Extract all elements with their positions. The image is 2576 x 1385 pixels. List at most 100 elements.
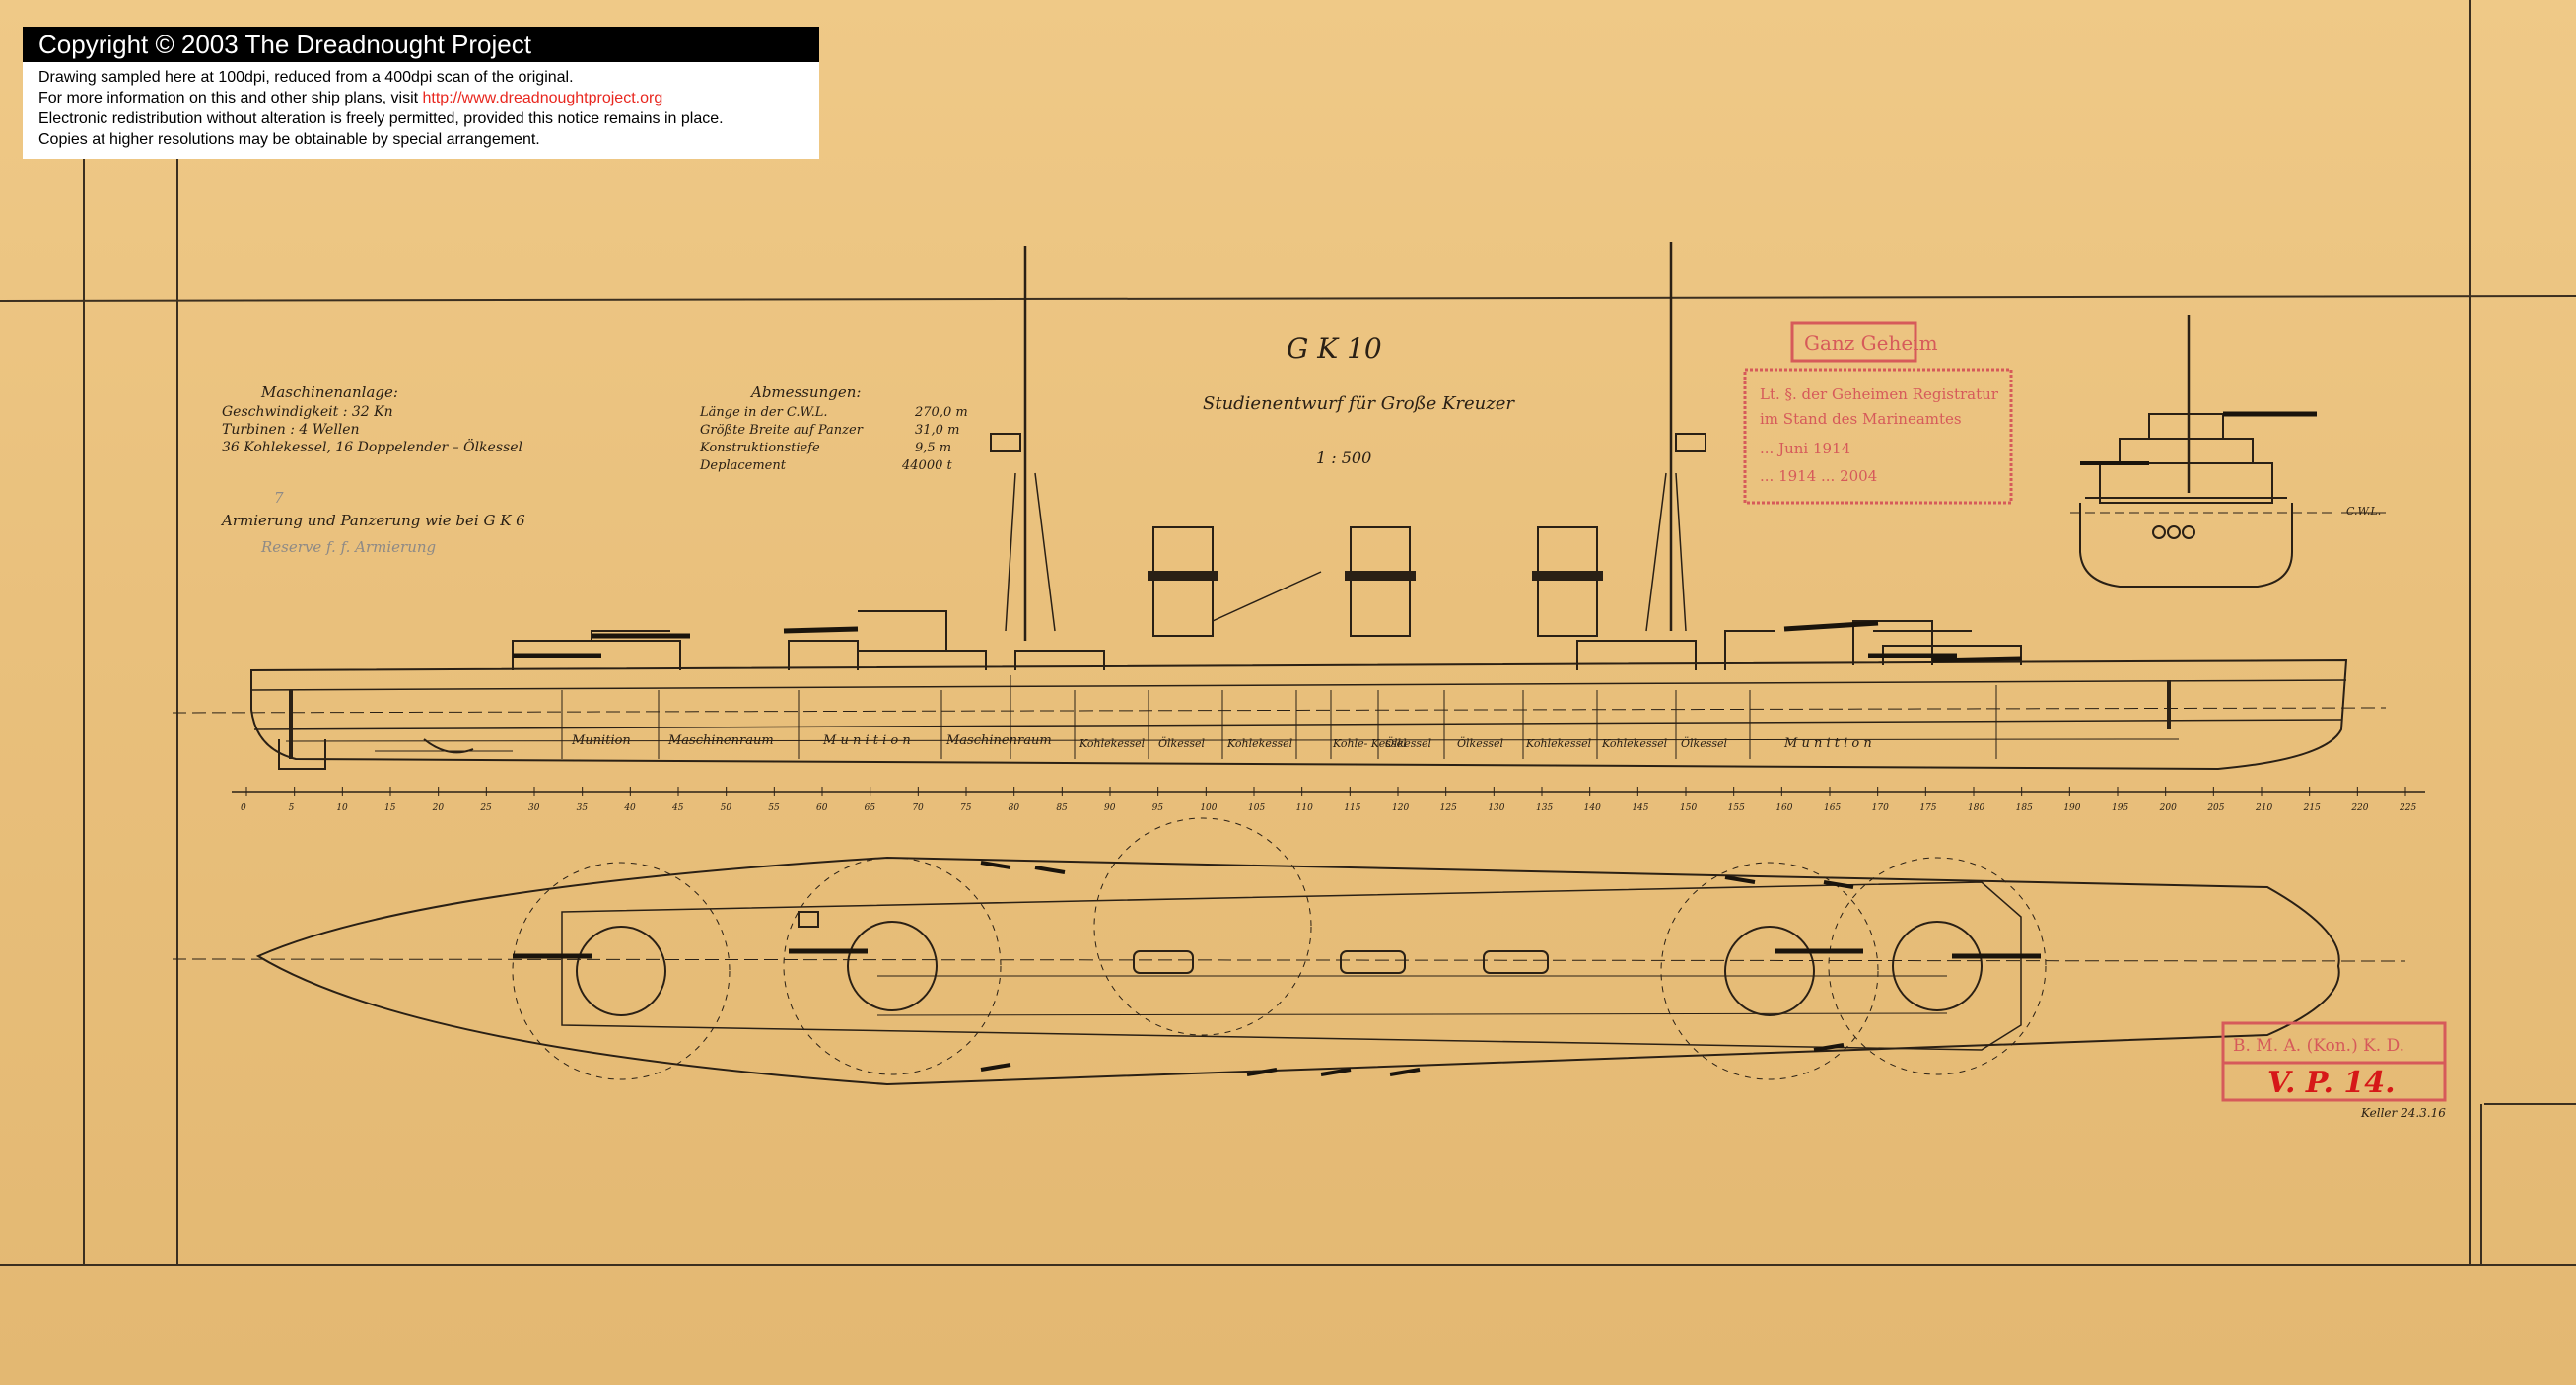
frame-tick-label: 40 xyxy=(623,803,636,813)
frame-tick-label: 135 xyxy=(1536,803,1553,813)
frame-tick-label: 25 xyxy=(479,803,492,813)
compartment-label: Ölkessel xyxy=(1457,736,1504,750)
secret-stamp-line-2: im Stand des Marineamtes xyxy=(1760,410,1962,428)
frame-tick-label: 45 xyxy=(671,803,684,813)
notice-header: Copyright © 2003 The Dreadnought Project xyxy=(23,27,819,62)
compartment-label: Ölkessel xyxy=(1385,736,1432,750)
frame-tick-label: 5 xyxy=(289,803,295,813)
compartment-label: Kohlekessel xyxy=(1525,737,1592,750)
compartment-label: Kohlekessel xyxy=(1079,737,1146,750)
compartment-label: Ölkessel xyxy=(1158,736,1206,750)
midship-section xyxy=(2070,315,2386,588)
dimension-label-4: Deplacement xyxy=(699,458,787,473)
frame-lines xyxy=(0,0,2576,1266)
copyright-notice: Copyright © 2003 The Dreadnought Project… xyxy=(23,27,819,159)
notice-line-2-text: For more information on this and other s… xyxy=(38,90,423,106)
profile-view xyxy=(172,242,2425,793)
title-subtitle: Studienentwurf für Große Kreuzer xyxy=(1203,393,1515,414)
frame-tick-label: 50 xyxy=(721,803,732,813)
title-code: G K 10 xyxy=(1287,332,1382,365)
dimension-label-2: Größte Breite auf Panzer xyxy=(700,423,864,438)
frame-tick-label: 180 xyxy=(1968,803,1984,813)
frame-tick-label: 125 xyxy=(1440,803,1457,813)
frame-tick-label: 35 xyxy=(577,803,589,813)
frame-tick-label: 150 xyxy=(1680,803,1697,813)
pencil-number: 7 xyxy=(274,489,284,507)
frame-tick-label: 145 xyxy=(1632,803,1648,813)
dimension-label-3: Konstruktionstiefe xyxy=(699,441,820,455)
notice-body: Drawing sampled here at 100dpi, reduced … xyxy=(23,62,819,150)
frame-tick-label: 10 xyxy=(336,803,348,813)
frame-tick-label: 195 xyxy=(2112,803,2128,813)
frame-tick-label: 85 xyxy=(1056,803,1068,813)
machinery-line-3: 36 Kohlekessel, 16 Doppelender – Ölkesse… xyxy=(222,438,522,455)
frame-tick-label: 55 xyxy=(768,803,780,813)
compartment-label: M u n i t i o n xyxy=(1783,736,1872,751)
frame-tick-label: 225 xyxy=(2399,803,2416,813)
frame-tick-label: 115 xyxy=(1344,803,1360,813)
archive-stamp: B. M. A. (Kon.) K. D. V. P. 14. xyxy=(2221,1021,2447,1102)
archive-stamp-text: B. M. A. (Kon.) K. D. xyxy=(2233,1036,2404,1056)
frame-tick-label: 75 xyxy=(960,803,972,813)
compartment-label: Ölkessel xyxy=(1681,736,1728,750)
dimension-value-4: 44000 t xyxy=(901,458,952,473)
frame-tick-label: 110 xyxy=(1296,803,1313,813)
secret-stamp: Ganz Geheim Lt. §. der Geheimen Registra… xyxy=(1743,321,2013,505)
frame-tick-label: 185 xyxy=(2016,803,2033,813)
secret-stamp-line-4: ... 1914 ... 2004 xyxy=(1760,467,1877,485)
dimension-value-1: 270,0 m xyxy=(914,405,968,420)
title-scale: 1 : 500 xyxy=(1316,449,1371,467)
frame-tick-label: 80 xyxy=(1009,803,1020,813)
notice-line-2: For more information on this and other s… xyxy=(38,88,819,108)
machinery-line-2: Turbinen : 4 Wellen xyxy=(222,422,360,438)
frame-tick-label: 220 xyxy=(2350,803,2368,813)
compartment-label: Maschinenraum xyxy=(667,733,774,748)
notice-line-3: Electronic redistribution without altera… xyxy=(38,110,724,127)
secret-stamp-line-3: ... Juni 1914 xyxy=(1760,440,1850,457)
frame-tick-label: 205 xyxy=(2206,803,2224,813)
frame-tick-label: 90 xyxy=(1104,803,1116,813)
compartment-labels: Munition Maschinenraum M u n i t i o n M… xyxy=(571,733,1872,751)
draftsman-signature: Keller 24.3.16 xyxy=(2360,1106,2446,1120)
frame-tick-label: 120 xyxy=(1392,803,1409,813)
frame-tick-label: 30 xyxy=(528,803,540,813)
compartment-label: Kohle- Kessel xyxy=(1332,737,1407,750)
dimension-value-3: 9,5 m xyxy=(915,441,951,455)
secret-stamp-title: Ganz Geheim xyxy=(1804,331,1938,355)
pencil-note: Reserve f. f. Armierung xyxy=(260,538,436,556)
dimension-value-2: 31,0 m xyxy=(915,423,959,438)
frame-tick-label: 130 xyxy=(1488,803,1504,813)
frame-tick-label: 60 xyxy=(816,803,828,813)
frame-tick-label: 210 xyxy=(2255,803,2272,813)
machinery-line-1: Geschwindigkeit : 32 Kn xyxy=(222,404,393,420)
frame-tick-label: 105 xyxy=(1248,803,1265,813)
armament-note: Armierung und Panzerung wie bei G K 6 xyxy=(220,512,525,529)
frame-tick-label: 175 xyxy=(1919,803,1936,813)
machinery-heading: Maschinenanlage: xyxy=(260,383,398,401)
frame-tick-label: 0 xyxy=(241,803,246,813)
compartment-label: Munition xyxy=(571,733,631,748)
compartment-label: Maschinenraum xyxy=(945,733,1052,748)
compartment-label: M u n i t i o n xyxy=(822,733,911,748)
compartment-label: Kohlekessel xyxy=(1601,737,1668,750)
frame-tick-label: 160 xyxy=(1775,803,1792,813)
plan-view xyxy=(172,817,2406,1086)
frame-tick-label: 155 xyxy=(1728,803,1745,813)
frame-tick-label: 190 xyxy=(2063,803,2080,813)
dimension-label-1: Länge in der C.W.L. xyxy=(699,405,828,420)
dreadnought-project-link[interactable]: http://www.dreadnoughtproject.org xyxy=(422,90,663,106)
frame-tick-label: 20 xyxy=(432,803,445,813)
frame-tick-label: 165 xyxy=(1824,803,1841,813)
compartment-label: Kohlekessel xyxy=(1226,737,1293,750)
cwl-label: C.W.L. xyxy=(2346,505,2381,518)
notice-line-1: Drawing sampled here at 100dpi, reduced … xyxy=(38,69,574,86)
frame-tick-label: 15 xyxy=(384,803,396,813)
frame-tick-label: 200 xyxy=(2159,803,2177,813)
frame-tick-label: 140 xyxy=(1584,803,1601,813)
notice-line-4: Copies at higher resolutions may be obta… xyxy=(38,131,540,148)
frame-tick-label: 170 xyxy=(1872,803,1889,813)
frame-tick-label: 65 xyxy=(865,803,876,813)
archive-stamp-code: V. P. 14. xyxy=(2267,1066,2396,1100)
